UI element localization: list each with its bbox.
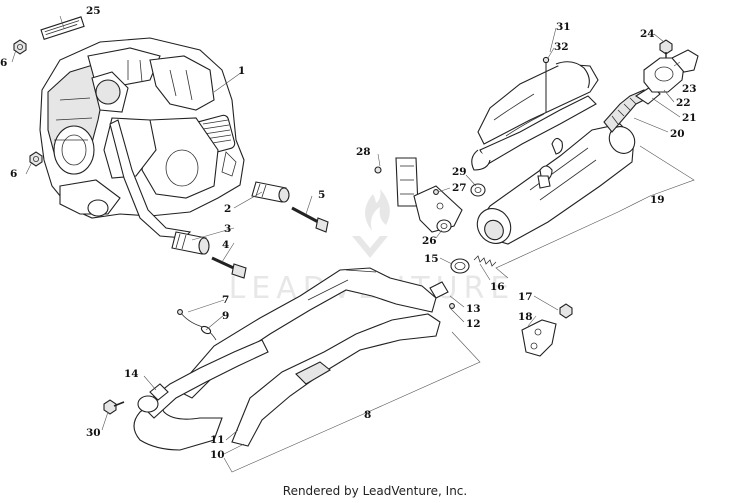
callout-7: 7	[222, 294, 229, 306]
exhaust-spring	[473, 255, 497, 267]
callout-10: 10	[210, 449, 225, 461]
callout-21: 21	[682, 112, 697, 124]
render-credit: Rendered by LeadVenture, Inc.	[282, 484, 468, 498]
tailpipe	[671, 49, 699, 73]
tailpipe-bolt	[659, 39, 673, 58]
callout-13: 13	[466, 303, 481, 315]
muffler-grommet	[470, 183, 486, 197]
callout-16: 16	[490, 281, 505, 293]
exhaust-head-pipe-front	[231, 313, 441, 447]
exhaust-head-pipe-rear	[175, 267, 437, 399]
callout-8: 8	[364, 409, 371, 421]
muffler	[476, 123, 636, 245]
mount-bolt-upper	[291, 206, 329, 233]
callout-25: 25	[86, 5, 101, 17]
callout-6-lower: 6	[10, 168, 17, 180]
callout-11: 11	[210, 434, 225, 446]
hanger-bolt	[559, 303, 573, 319]
callout-5: 5	[318, 189, 325, 201]
exhaust-hanger	[521, 319, 557, 357]
callout-24: 24	[640, 28, 655, 40]
tailpipe-flange	[643, 57, 685, 93]
pipe-gasket	[149, 383, 169, 401]
callout-32: 32	[554, 41, 569, 53]
mount-spacer-lower	[171, 231, 210, 255]
callout-2: 2	[224, 203, 231, 215]
callout-26: 26	[422, 235, 437, 247]
mount-bolt-lower	[211, 256, 247, 279]
engine-assembly	[39, 37, 245, 239]
callout-14: 14	[124, 368, 139, 380]
decal-label	[40, 16, 85, 41]
clamp-screw	[449, 303, 455, 309]
callout-29: 29	[452, 166, 467, 178]
callout-23: 23	[682, 83, 697, 95]
callout-18: 18	[518, 311, 533, 323]
callout-3: 3	[224, 223, 231, 235]
callout-15: 15	[424, 253, 439, 265]
callout-27: 27	[452, 182, 467, 194]
callout-17: 17	[518, 291, 533, 303]
callout-1: 1	[238, 65, 245, 77]
callout-20: 20	[670, 128, 685, 140]
callout-22: 22	[676, 97, 691, 109]
engine-nut-lower	[29, 151, 43, 167]
oxygen-sensor	[177, 309, 217, 341]
callouts: 1 2 3 4 5 6 6 7 8 9 10 11 12 13 14 15 16…	[0, 5, 697, 461]
bracket-bolt	[433, 189, 439, 195]
callout-4: 4	[222, 239, 229, 251]
engine-nut-upper	[13, 39, 27, 55]
bracket-screw	[374, 166, 382, 174]
callout-28: 28	[356, 146, 371, 158]
callout-31: 31	[556, 21, 571, 33]
bracket-grommet	[436, 219, 452, 233]
mount-spacer-upper	[251, 181, 290, 203]
flange-bolt	[103, 399, 125, 415]
callout-12: 12	[466, 318, 481, 330]
pipe-clamp	[429, 281, 449, 299]
heat-shield	[471, 61, 599, 171]
leader-lines	[11, 15, 695, 473]
pipe-flange	[137, 395, 159, 413]
callout-9: 9	[222, 310, 229, 322]
shield-screw	[542, 56, 550, 112]
callout-6-upper: 6	[0, 57, 7, 69]
header-gasket	[450, 258, 470, 274]
callout-30: 30	[86, 427, 101, 439]
callout-19: 19	[650, 194, 665, 206]
muffler-mount-bracket	[413, 185, 463, 233]
